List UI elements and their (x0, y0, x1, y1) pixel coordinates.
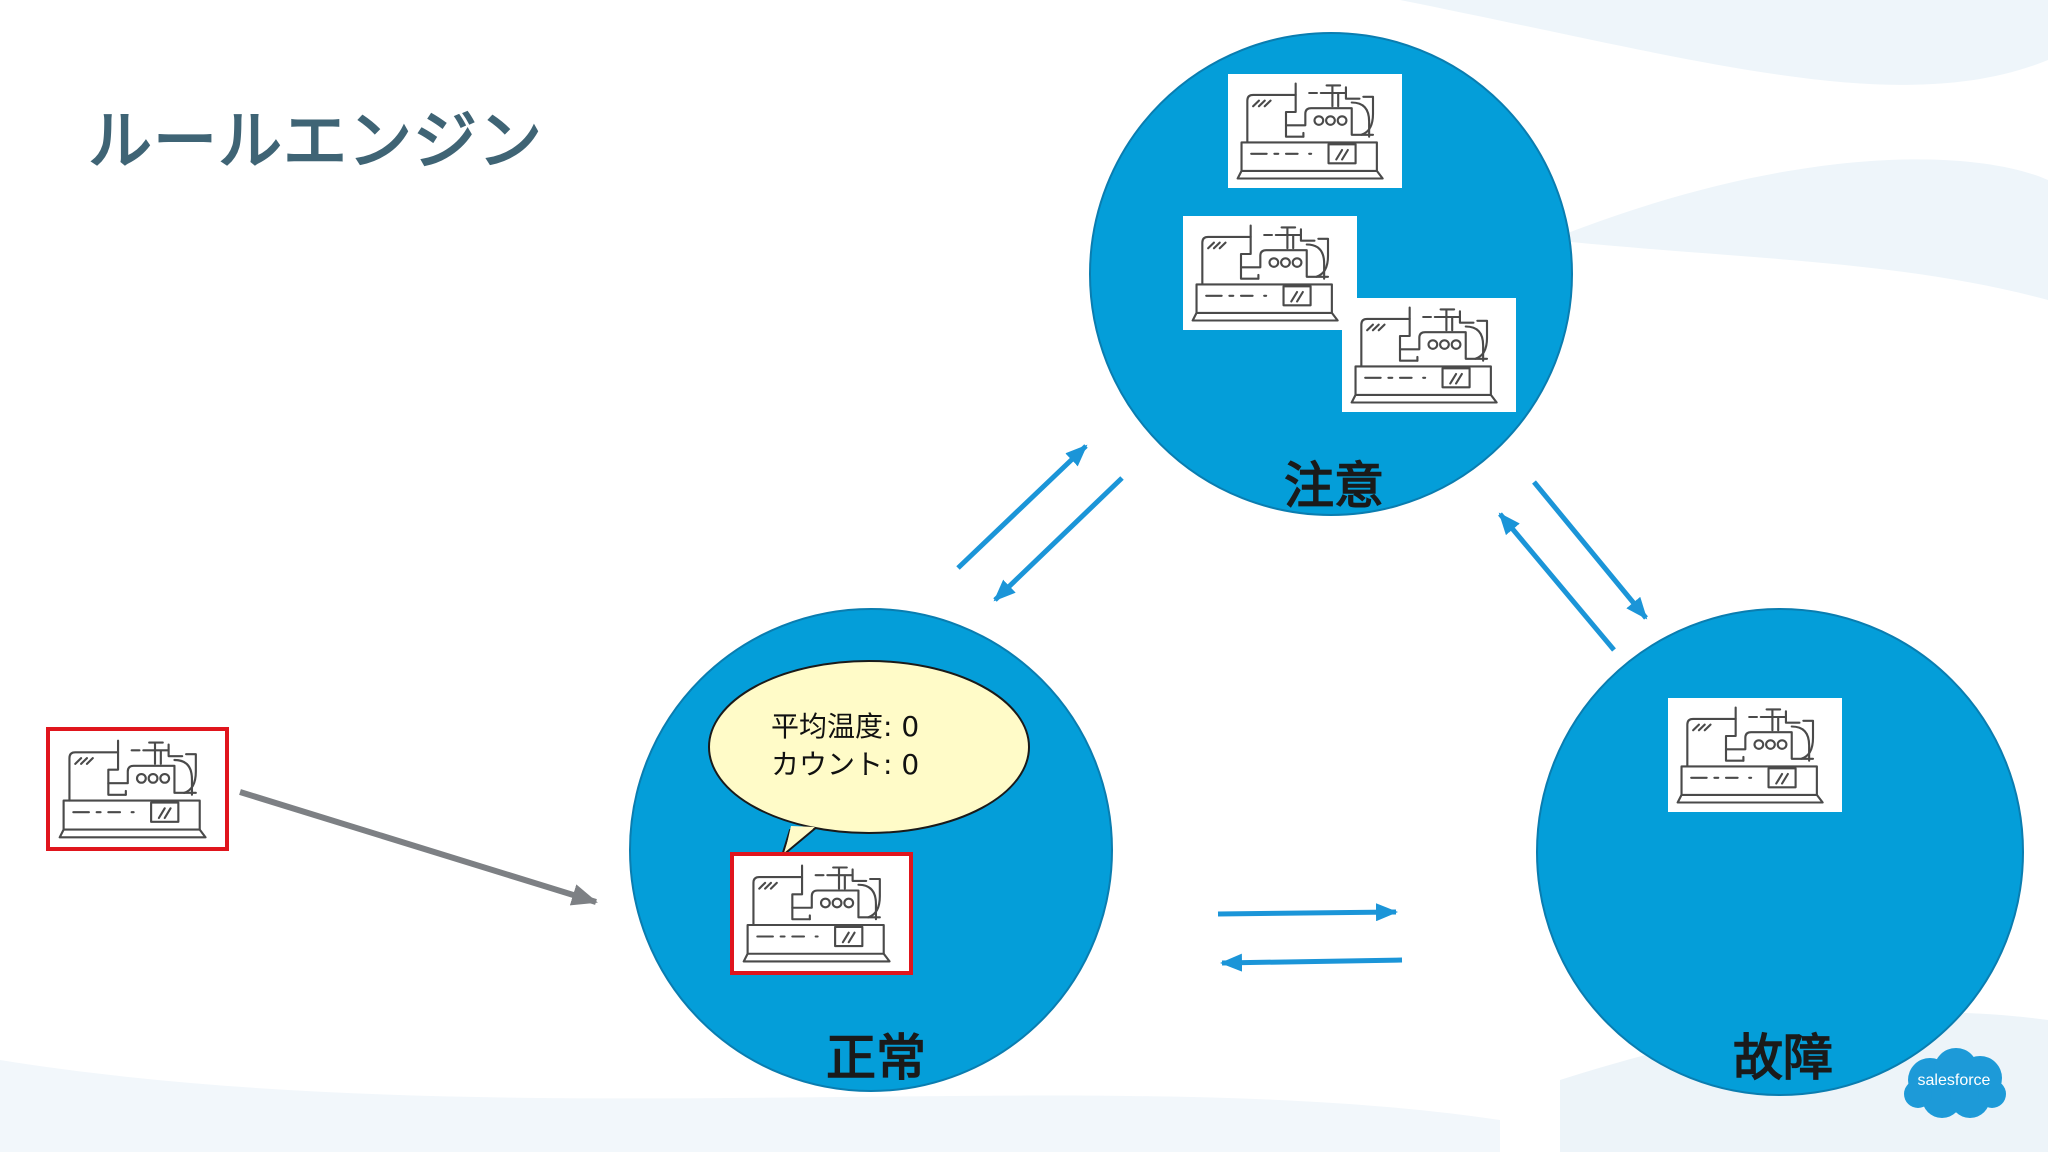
arrow-normal-to-caution (956, 444, 1088, 570)
arrow-fault-to-caution (1498, 512, 1616, 652)
page-title: ルールエンジン (88, 105, 543, 179)
state-circle-fault (1536, 608, 2024, 1096)
machine-icon (1228, 74, 1402, 188)
logo-text: salesforce (1917, 1072, 1991, 1089)
machine-icon (1183, 216, 1357, 330)
machine-icon-input (46, 727, 229, 851)
machine-icon (1668, 698, 1842, 812)
state-label-caution: 注意 (1284, 457, 1384, 515)
machine-icon (1342, 298, 1516, 412)
arrow-input (239, 789, 598, 906)
arrow-caution-to-normal (993, 476, 1124, 602)
salesforce-logo: salesforce (1900, 1046, 2008, 1124)
arrow-normal-to-fault (1217, 903, 1398, 922)
bubble-count: カウント: 0 (771, 748, 920, 781)
state-label-normal: 正常 (826, 1029, 926, 1087)
bubble-avg-temp: 平均温度: 0 (771, 710, 920, 743)
arrow-fault-to-normal (1220, 953, 1403, 972)
arrow-caution-to-fault (1532, 480, 1648, 620)
bubble-text: 平均温度: 0 カウント: 0 (771, 708, 919, 784)
machine-icon-highlighted (730, 852, 913, 975)
state-label-fault: 故障 (1733, 1029, 1833, 1087)
